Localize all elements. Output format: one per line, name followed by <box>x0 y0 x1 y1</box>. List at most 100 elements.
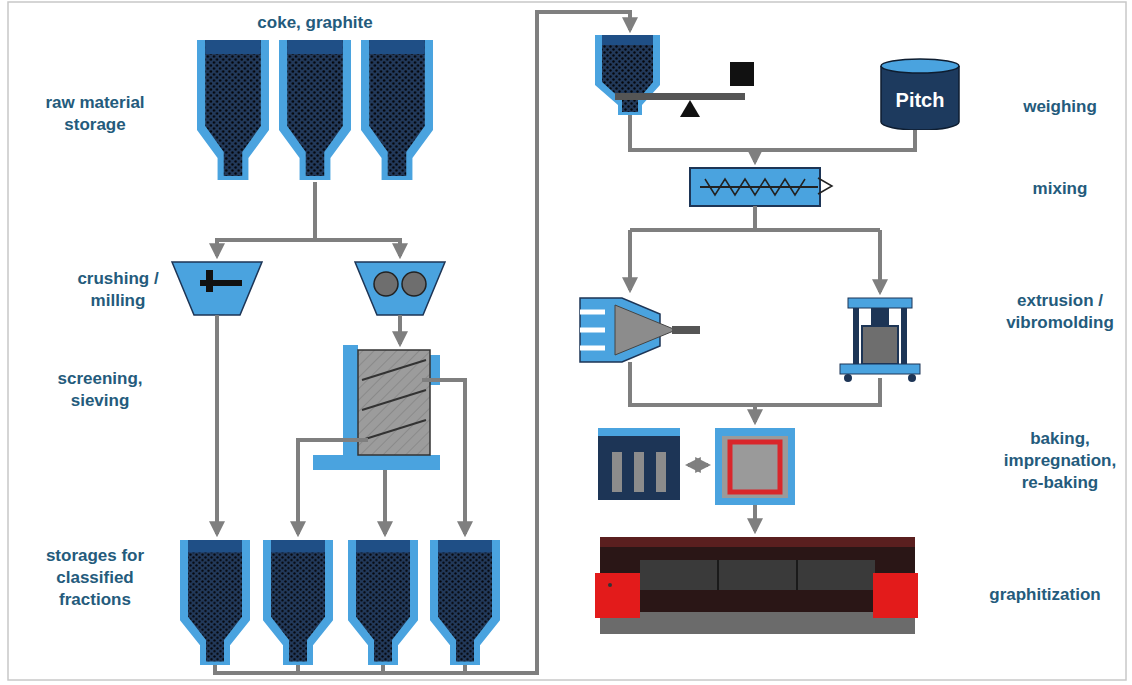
weighing-scale <box>730 62 754 86</box>
flow-line <box>628 230 632 290</box>
roll-crusher <box>402 272 426 296</box>
flow-line <box>298 665 465 673</box>
impregnation-vessel <box>612 452 622 492</box>
mixer <box>690 168 832 206</box>
impregnation-vessel <box>598 428 680 500</box>
flow-line <box>753 505 757 531</box>
graphitization-furnace <box>600 612 915 634</box>
flow-line <box>383 470 387 534</box>
vibromolding-press <box>840 298 920 382</box>
fraction-silos <box>263 540 333 665</box>
extruder <box>615 305 676 355</box>
vibromolding-press <box>901 308 907 366</box>
flow-line <box>688 463 708 467</box>
graphitization-furnace <box>640 560 875 590</box>
step-label: coke, graphite <box>215 12 415 34</box>
graphitization-furnace <box>595 573 640 618</box>
flow-line <box>878 230 882 292</box>
vibromolding-press <box>840 364 920 374</box>
flow-line <box>422 380 465 534</box>
weighing-scale <box>680 100 700 117</box>
graphitization-furnace <box>600 537 915 612</box>
screening-machine <box>343 345 358 470</box>
mixer <box>818 178 832 194</box>
step-label: mixing <box>995 178 1125 200</box>
flow-line <box>753 150 757 162</box>
screening-machine <box>313 455 440 470</box>
raw-material-silos <box>197 40 433 180</box>
graphitization-furnace <box>718 560 797 590</box>
extruder <box>672 326 700 334</box>
baking-furnace <box>730 442 780 492</box>
pitch-tank: Pitch <box>880 58 960 130</box>
extruder <box>580 298 700 362</box>
baking-furnace <box>715 428 795 505</box>
fraction-silos <box>430 540 500 665</box>
graphitization-furnace <box>595 537 918 634</box>
impregnation-vessel <box>656 452 666 492</box>
weighing-scale <box>615 93 745 100</box>
roll-crusher <box>374 272 398 296</box>
flow-line <box>315 240 400 256</box>
vibromolding-press <box>862 326 898 364</box>
flow-line <box>215 12 915 673</box>
flow-line <box>630 115 915 150</box>
flow-line <box>398 315 402 344</box>
screening-machine <box>358 350 430 455</box>
impregnation-vessel <box>598 428 680 436</box>
tank-label: Pitch <box>880 89 960 112</box>
impregnation-vessel <box>634 452 644 492</box>
weighing-scale <box>595 35 660 115</box>
vibromolding-press <box>844 374 852 382</box>
mixer <box>705 179 805 195</box>
vibromolding-press <box>871 308 889 326</box>
flow-line <box>753 405 757 422</box>
vibromolding-press <box>853 308 859 366</box>
vibromolding-press <box>908 374 916 382</box>
graphitization-furnace <box>600 537 915 547</box>
graphitization-furnace <box>873 573 918 618</box>
step-label: extrusion / vibromolding <box>995 290 1125 334</box>
step-label: weighing <box>995 96 1125 118</box>
tank-body <box>881 66 959 130</box>
flow-line <box>217 182 315 256</box>
jaw-crusher <box>172 262 262 315</box>
roll-crusher <box>355 262 445 315</box>
step-label: storages for classified fractions <box>34 545 156 611</box>
raw-material-silos <box>279 40 351 180</box>
impregnation-vessel <box>598 428 680 500</box>
screening-machine <box>362 360 426 440</box>
raw-material-silos <box>361 40 433 180</box>
fraction-silos <box>180 540 500 665</box>
weighing-scale <box>602 35 653 45</box>
fraction-silos <box>180 540 250 665</box>
weighing-scale <box>602 35 653 112</box>
jaw-crusher <box>206 270 213 292</box>
jaw-crusher <box>172 262 262 315</box>
baking-furnace <box>722 436 788 498</box>
flow-line <box>630 206 880 230</box>
fraction-silos <box>348 540 418 665</box>
screening-machine <box>313 345 440 470</box>
step-label: graphitization <box>970 584 1120 606</box>
extruder <box>580 312 605 348</box>
step-label: baking, impregnation, re-baking <box>994 428 1126 494</box>
step-label: crushing / milling <box>71 268 166 312</box>
baking-furnace <box>715 428 795 505</box>
graphitization-furnace <box>608 583 612 587</box>
mixer <box>690 168 820 206</box>
vibromolding-press <box>848 298 912 308</box>
tank-lid <box>881 59 959 73</box>
weighing-scale <box>595 35 754 117</box>
roll-crusher <box>355 262 445 315</box>
flow-line <box>215 315 219 534</box>
step-label: raw material storage <box>33 92 158 136</box>
flow-line <box>630 362 880 405</box>
raw-material-silos <box>197 40 269 180</box>
flow-line <box>298 440 368 534</box>
frame <box>8 2 1126 680</box>
flow-line <box>215 12 630 673</box>
